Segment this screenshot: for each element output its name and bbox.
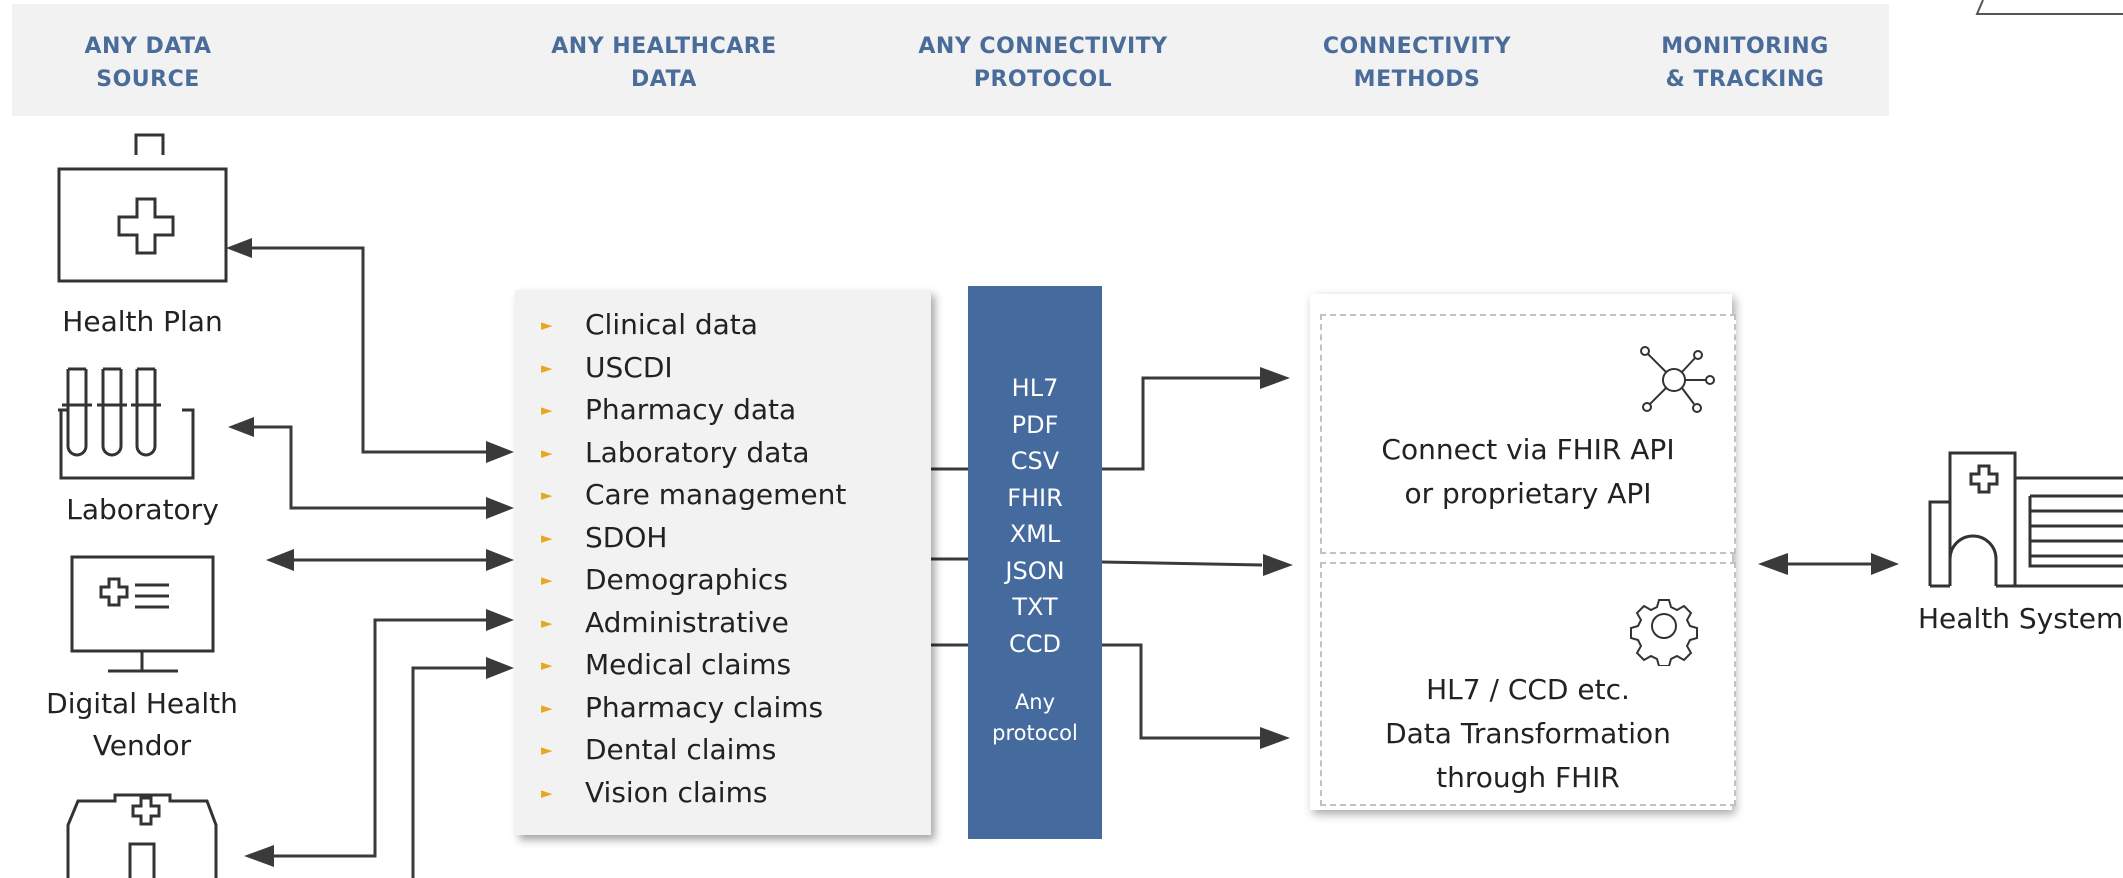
arrowheads: [226, 238, 1899, 867]
protocol-item: XML: [1009, 520, 1061, 548]
healthcare-data-item: ► SDOH: [515, 517, 931, 560]
header-any-connectivity-protocol: ANY CONNECTIVITY PROTOCOL: [918, 34, 1168, 92]
method-card-fhir-api: Connect via FHIR API or proprietary API: [1320, 314, 1736, 554]
bullet-arrow-icon: ►: [541, 528, 553, 547]
clinic-building-icon: [66, 793, 218, 878]
healthcare-data-label: USCDI: [585, 350, 673, 384]
bullet-arrow-icon: ►: [541, 656, 553, 674]
healthcare-data-label: Medical claims: [585, 648, 792, 681]
connector-arrows: [248, 246, 1875, 878]
protocol-item: FHIR: [1007, 483, 1063, 512]
healthcare-data-label: Pharmacy data: [585, 393, 797, 426]
method-label-fhir-api: Connect via FHIR API or proprietary API: [1381, 433, 1675, 510]
gear-icon: [1630, 599, 1698, 666]
healthcare-data-item: ► Pharmacy data: [515, 389, 931, 432]
healthcare-data-label: Demographics: [585, 563, 788, 596]
header-band: [12, 4, 1889, 116]
bullet-arrow-icon: ►: [541, 698, 553, 717]
healthcare-data-label: Pharmacy claims: [585, 690, 824, 724]
healthcare-data-item: ► Pharmacy claims: [515, 687, 931, 730]
any-protocol-label: Any protocol: [992, 690, 1078, 745]
method-label-transformation: HL7 / CCD etc. Data Transformation throu…: [1385, 673, 1671, 794]
monitor-icon: [70, 555, 215, 673]
healthcare-data-box: ► Clinical data ► USCDI ► Pharmacy data ► Labor…: [515, 290, 931, 835]
healthcare-data-label: Clinical data: [585, 308, 758, 341]
protocol-item: CCD: [1009, 629, 1061, 658]
hospital-building-icon: [1928, 451, 2123, 588]
healthcare-data-item: ► USCDI: [515, 347, 931, 390]
healthcare-data-label: Vision claims: [585, 775, 768, 809]
header-any-healthcare-data: ANY HEALTHCARE DATA: [551, 34, 777, 92]
bullet-arrow-icon: ►: [541, 571, 553, 589]
first-aid-kit-icon: [57, 133, 228, 283]
source-label-digital-health-vendor: Digital Health Vendor: [46, 687, 238, 762]
bullet-arrow-icon: ►: [541, 486, 553, 504]
destination-label-health-system: Health System: [1918, 602, 2123, 635]
bullet-arrow-icon: ►: [541, 316, 553, 334]
protocol-item: TXT: [1012, 593, 1058, 621]
healthcare-data-list: ► Clinical data ► USCDI ► Pharmacy data ► Labor…: [515, 290, 931, 814]
network-hub-icon: [1640, 346, 1715, 413]
healthcare-data-item: ► Demographics: [515, 559, 931, 602]
source-label-health-plan: Health Plan: [62, 305, 223, 338]
bullet-arrow-icon: ►: [541, 783, 553, 802]
healthcare-data-label: Laboratory data: [585, 435, 810, 469]
healthcare-data-item: ► Medical claims: [515, 644, 931, 687]
protocol-item: CSV: [1010, 447, 1060, 475]
method-card-transformation: HL7 / CCD etc. Data Transformation throu…: [1320, 562, 1736, 806]
bullet-arrow-icon: ►: [541, 401, 553, 419]
protocol-item: HL7: [1011, 374, 1059, 402]
healthcare-data-item: ► Administrative: [515, 602, 931, 645]
healthcare-data-label: SDOH: [585, 520, 668, 554]
header-monitoring-tracking: MONITORING & TRACKING: [1661, 34, 1829, 92]
healthcare-data-item: ► Clinical data: [515, 304, 931, 347]
bullet-arrow-icon: ►: [541, 443, 553, 462]
healthcare-data-label: Care management: [585, 478, 847, 511]
header-any-data-source: ANY DATA SOURCE: [84, 34, 212, 92]
bullet-arrow-icon: ►: [541, 358, 553, 377]
test-tubes-icon: [59, 367, 195, 480]
source-label-laboratory: Laboratory: [66, 493, 219, 526]
bullet-arrow-icon: ►: [541, 613, 553, 632]
healthcare-data-item: ► Care management: [515, 474, 931, 517]
healthcare-data-item: ► Laboratory data: [515, 432, 931, 475]
bullet-arrow-icon: ►: [541, 741, 553, 759]
healthcare-data-item: ► Dental claims: [515, 729, 931, 772]
healthcare-data-label: Administrative: [585, 605, 789, 639]
protocol-item: PDF: [1011, 410, 1059, 439]
partial-card-shape: [1975, 0, 2123, 15]
header-connectivity-methods: CONNECTIVITY METHODS: [1322, 34, 1512, 92]
protocol-item: JSON: [1005, 556, 1065, 585]
healthcare-data-label: Dental claims: [585, 733, 777, 766]
healthcare-data-item: ► Vision claims: [515, 772, 931, 815]
